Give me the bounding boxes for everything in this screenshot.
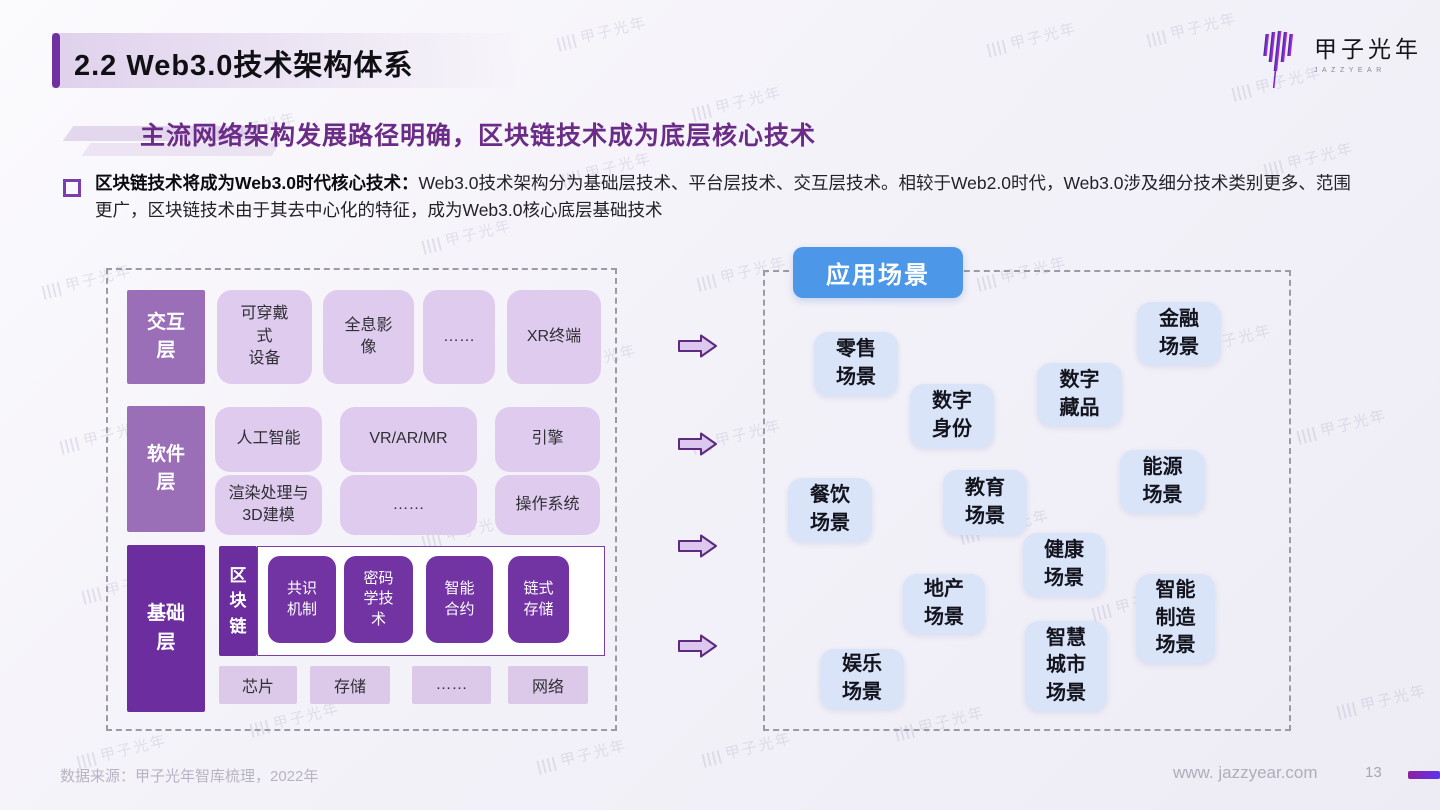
logo-subtext: JAZZYEAR: [1314, 67, 1386, 74]
company-logo: 甲子光年 JAZZYEAR: [1258, 30, 1422, 90]
arch-item-cryptography: 密码 学技 术: [344, 556, 413, 643]
right-arrow-icon: [678, 634, 717, 658]
watermark: ||||甲子光年: [1334, 681, 1429, 721]
scenario-smart-city: 智慧 城市 场景: [1025, 621, 1107, 711]
watermark: ||||甲子光年: [1294, 406, 1389, 446]
scenario-finance: 金融 场景: [1137, 302, 1221, 365]
body-lead-bold: 区块链技术将成为Web3.0时代核心技术：: [95, 173, 419, 193]
scenario-digital-collectibles: 数字 藏品: [1037, 363, 1122, 426]
bullet-square-icon: [63, 179, 81, 197]
architecture-panel: 交互 层 可穿戴 式 设备 全息影 像 …… XR终端 软件 层 人工智能 VR…: [106, 268, 617, 731]
arch-item-chip: 芯片: [219, 666, 297, 704]
title-highlight-strip: [52, 33, 522, 88]
layer-label-foundation: 基础 层: [127, 545, 205, 712]
scenarios-panel: [763, 270, 1291, 731]
arch-item-ellipsis-1: ……: [423, 290, 495, 384]
watermark: ||||甲子光年: [984, 19, 1079, 59]
scenario-energy: 能源 场景: [1120, 450, 1205, 513]
footer-page-number: 13: [1365, 764, 1382, 781]
scenarios-header: 应用场景: [793, 247, 963, 298]
scenario-health: 健康 场景: [1023, 533, 1105, 596]
body-paragraph: 区块链技术将成为Web3.0时代核心技术：Web3.0技术架构分为基础层技术、平…: [95, 170, 1357, 225]
arch-item-holography: 全息影 像: [323, 290, 414, 384]
footer-accent-bar: [1408, 771, 1440, 779]
arch-item-ellipsis-3: ……: [412, 666, 491, 704]
watermark: ||||甲子光年: [534, 736, 629, 776]
arch-item-wearables: 可穿戴 式 设备: [217, 290, 312, 384]
logo-bars-icon: [1263, 31, 1294, 88]
footer-data-source: 数据来源：甲子光年智库梳理，2022年: [60, 768, 319, 785]
scenario-smart-manufacturing: 智能 制造 场景: [1136, 574, 1215, 663]
blockchain-label: 区 块 链: [219, 546, 257, 656]
arch-item-engine: 引擎: [495, 407, 600, 472]
arch-item-os: 操作系统: [495, 475, 600, 535]
scenario-entertainment: 娱乐 场景: [820, 649, 904, 709]
scenario-digital-identity: 数字 身份: [910, 384, 994, 448]
scenario-retail: 零售 场景: [814, 332, 898, 396]
watermark: ||||甲子光年: [699, 729, 794, 769]
body-lead-text: Web3.0技术架构分为基础层技术、平台层技术、交互层技术。相较于Web2.0时…: [95, 173, 1351, 221]
title-accent-bar: [52, 33, 60, 88]
watermark: ||||甲子光年: [1144, 9, 1239, 49]
arch-item-ai: 人工智能: [215, 407, 322, 472]
scenario-dining: 餐饮 场景: [788, 478, 872, 542]
arch-item-smart-contract: 智能 合约: [426, 556, 493, 643]
arch-item-network: 网络: [508, 666, 588, 704]
arch-item-rendering-3d: 渲染处理与 3D建模: [215, 475, 322, 535]
arch-item-vr-ar-mr: VR/AR/MR: [340, 407, 477, 472]
watermark: ||||甲子光年: [554, 13, 649, 53]
right-arrow-icon: [678, 334, 717, 358]
arch-item-ellipsis-2: ……: [340, 475, 477, 535]
layer-label-interaction: 交互 层: [127, 290, 205, 384]
slide-subtitle: 主流网络架构发展路径明确，区块链技术成为底层核心技术: [140, 122, 817, 150]
arch-item-storage: 存储: [310, 666, 390, 704]
right-arrow-icon: [678, 534, 717, 558]
layer-label-software: 软件 层: [127, 406, 205, 532]
footer-website: www. jazzyear.com: [1173, 763, 1318, 782]
logo-name: 甲子光年: [1314, 37, 1422, 62]
arch-item-consensus: 共识 机制: [268, 556, 336, 643]
right-arrow-icon: [678, 432, 717, 456]
arch-item-chain-storage: 链式 存储: [508, 556, 569, 643]
page-title: 2.2 Web3.0技术架构体系: [74, 50, 414, 82]
scenario-real-estate: 地产 场景: [903, 574, 985, 634]
arch-item-xr-terminal: XR终端: [507, 290, 601, 384]
scenario-education: 教育 场景: [943, 470, 1027, 535]
